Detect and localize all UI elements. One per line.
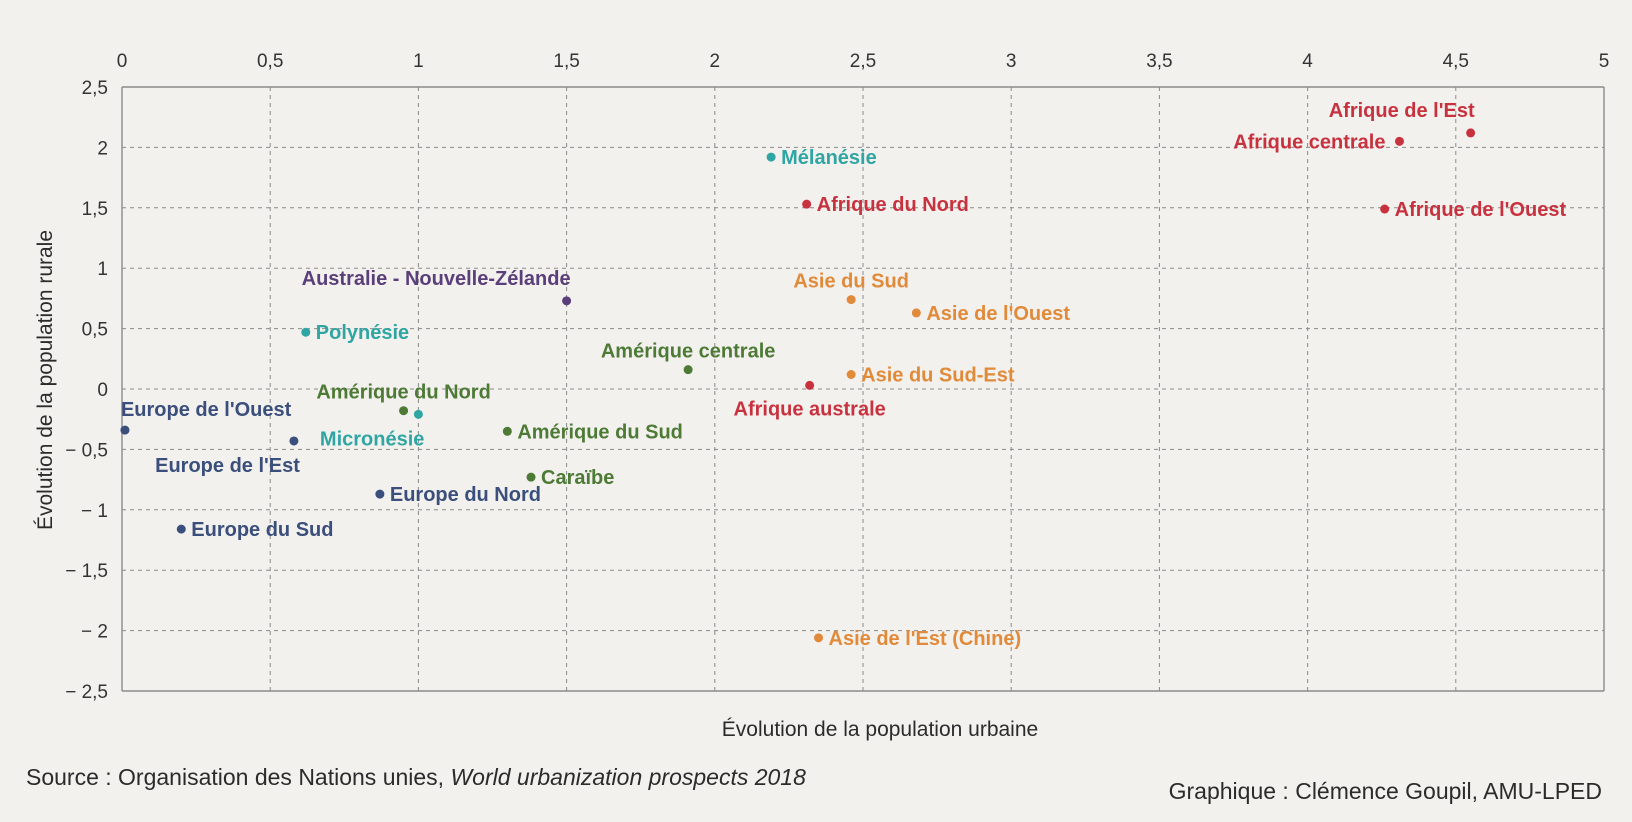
x-tick-label: 2 xyxy=(710,51,721,72)
x-axis-ticks: 0 0,5 1 1,5 2 2,5 3 3,5 4 4,5 5 xyxy=(117,51,1610,72)
point-europe-de-l-est xyxy=(289,436,299,446)
label-asie-de-l-ouest: Asie de l'Ouest xyxy=(926,303,1070,325)
point-europe-du-sud xyxy=(176,524,186,534)
label-amerique-du-sud: Amérique du Sud xyxy=(517,421,683,443)
label-afrique-du-nord: Afrique du Nord xyxy=(817,194,969,216)
point-melanesie xyxy=(766,152,776,162)
point-amerique-du-nord xyxy=(399,406,409,416)
y-axis-ticks: 2,5 2 1,5 1 0,5 0 − 0,5 − 1 − 1,5 − 2 − 2,5 xyxy=(65,78,108,703)
y-tick-label: − 2,5 xyxy=(65,682,108,703)
x-tick-label: 1 xyxy=(413,51,424,72)
y-axis-title: Évolution de la population rurale xyxy=(34,230,57,530)
label-afrique-de-l-ouest: Afrique de l'Ouest xyxy=(1395,199,1567,221)
label-europe-du-sud: Europe du Sud xyxy=(191,519,333,541)
x-tick-label: 3,5 xyxy=(1146,51,1172,72)
y-tick-label: − 1,5 xyxy=(65,561,108,582)
point-micronesie xyxy=(413,409,423,419)
y-tick-label: − 1 xyxy=(81,501,108,522)
source-title: World urbanization prospects 2018 xyxy=(450,764,806,790)
label-australie-nouvelle-zelande: Australie - Nouvelle-Zélande xyxy=(302,268,571,290)
x-tick-label: 1,5 xyxy=(553,51,579,72)
label-micronesie: Micronésie xyxy=(320,428,424,450)
label-amerique-du-nord: Amérique du Nord xyxy=(316,382,490,404)
label-amerique-centrale: Amérique centrale xyxy=(601,341,776,363)
label-asie-du-sud-est: Asie du Sud-Est xyxy=(861,365,1015,387)
x-tick-label: 4,5 xyxy=(1443,51,1469,72)
x-tick-label: 4 xyxy=(1302,51,1313,72)
y-tick-label: 0 xyxy=(97,380,108,401)
label-afrique-centrale: Afrique centrale xyxy=(1233,131,1385,153)
point-afrique-australe xyxy=(805,380,815,390)
x-tick-label: 0,5 xyxy=(257,51,283,72)
label-afrique-de-l-est: Afrique de l'Est xyxy=(1329,100,1475,122)
label-caraibe: Caraïbe xyxy=(541,467,614,489)
y-tick-label: 2,5 xyxy=(82,78,108,99)
x-tick-label: 5 xyxy=(1599,51,1610,72)
point-amerique-du-sud xyxy=(502,426,512,436)
x-tick-label: 2,5 xyxy=(850,51,876,72)
y-tick-label: 0,5 xyxy=(82,320,108,341)
y-tick-label: 1 xyxy=(97,259,108,280)
point-afrique-centrale xyxy=(1394,136,1404,146)
label-asie-du-sud: Asie du Sud xyxy=(793,271,909,293)
point-caraibe xyxy=(526,472,536,482)
x-axis-title: Évolution de la population urbaine xyxy=(722,718,1038,741)
label-europe-de-l-est: Europe de l'Est xyxy=(155,455,300,477)
point-asie-de-l-est-chine xyxy=(814,633,824,643)
point-asie-du-sud-est xyxy=(846,370,856,380)
point-europe-du-nord xyxy=(375,489,385,499)
label-europe-du-nord: Europe du Nord xyxy=(390,484,541,506)
label-europe-de-l-ouest: Europe de l'Ouest xyxy=(121,399,292,421)
point-afrique-de-l-est xyxy=(1466,128,1476,138)
label-melanesie: Mélanésie xyxy=(781,147,877,169)
label-afrique-australe: Afrique australe xyxy=(734,398,886,420)
x-tick-label: 3 xyxy=(1006,51,1017,72)
point-afrique-du-nord xyxy=(802,199,812,209)
graphic-credit: Graphique : Clémence Goupil, AMU-LPED xyxy=(1168,778,1602,804)
y-tick-label: 2 xyxy=(97,138,108,159)
y-tick-label: − 0,5 xyxy=(65,440,108,461)
point-europe-de-l-ouest xyxy=(120,425,130,435)
y-tick-label: 1,5 xyxy=(82,199,108,220)
source-prefix: Source : Organisation des Nations unies, xyxy=(26,764,451,790)
point-asie-de-l-ouest xyxy=(911,308,921,318)
label-asie-de-l-est-chine: Asie de l'Est (Chine) xyxy=(829,628,1022,650)
point-asie-du-sud xyxy=(846,295,856,305)
grid xyxy=(121,86,1605,692)
source-note: Source : Organisation des Nations unies,… xyxy=(26,764,806,791)
y-tick-label: − 2 xyxy=(81,622,108,643)
label-polynesie: Polynésie xyxy=(316,322,409,344)
point-afrique-de-l-ouest xyxy=(1380,204,1390,214)
point-australie-nouvelle-zelande xyxy=(562,296,572,306)
point-amerique-centrale xyxy=(683,365,693,375)
x-tick-label: 0 xyxy=(117,51,128,72)
point-polynesie xyxy=(301,327,311,337)
